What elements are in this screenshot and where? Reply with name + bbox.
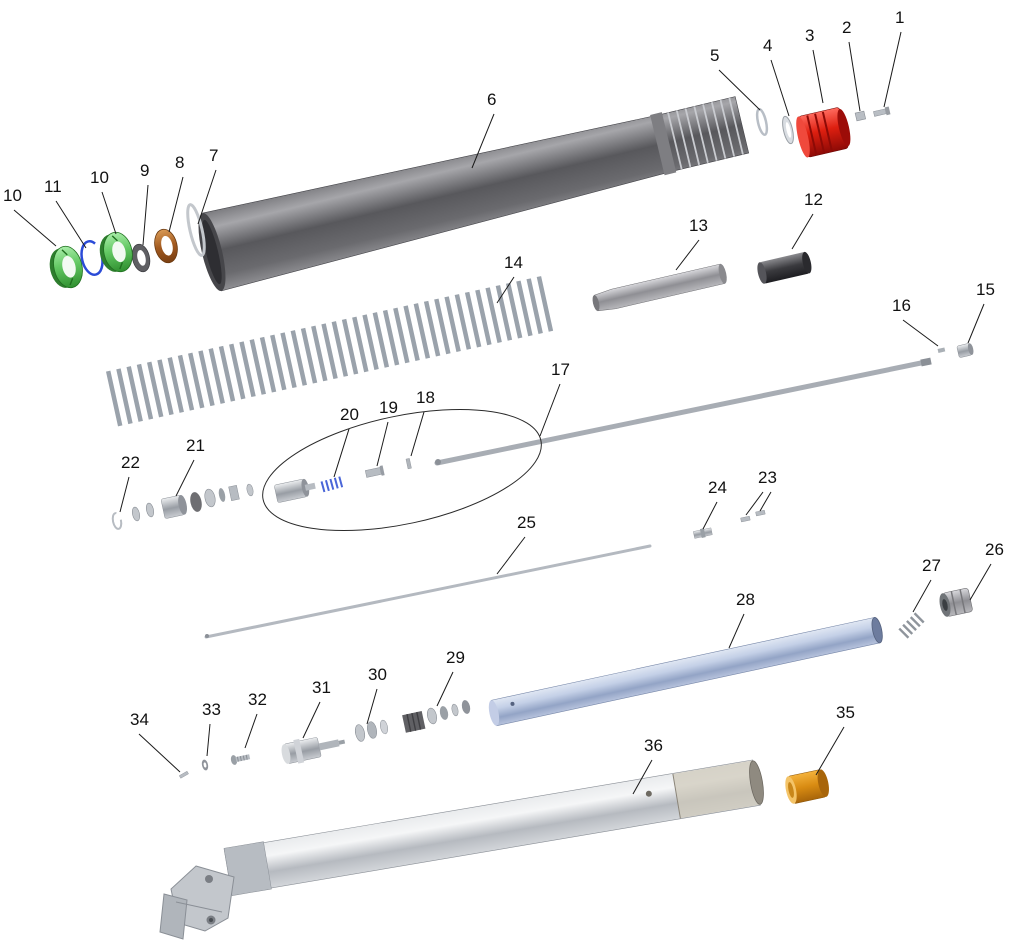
part-10-seal-right: [99, 231, 133, 273]
part-27-spring: [898, 610, 927, 639]
part-36-slider: [159, 759, 764, 940]
part-16-pin: [937, 347, 946, 353]
part-26-nut: [939, 588, 973, 617]
part-9-washer: [131, 243, 151, 273]
part-label-7: 7: [209, 146, 219, 165]
part-32-screw: [230, 754, 251, 765]
part-10-seal-left: [49, 245, 83, 289]
part-21-assembly: [131, 483, 254, 522]
part-label-28: 28: [736, 590, 755, 609]
part-28-cartridge: [488, 617, 883, 727]
part-label-13: 13: [689, 216, 708, 235]
part-label-25: 25: [517, 513, 536, 532]
part-24-cylinder: [693, 527, 713, 539]
part-label-34: 34: [130, 710, 149, 729]
part-22-clip: [111, 512, 123, 530]
part-3-cap: [796, 107, 851, 158]
part-33-washer: [201, 759, 209, 771]
part-8-bushing: [154, 228, 178, 264]
part-label-8: 8: [175, 153, 185, 172]
part-13-tube: [592, 263, 727, 312]
part-label-6: 6: [487, 90, 497, 109]
part-label-14: 14: [504, 253, 523, 272]
part-23-pins: [740, 509, 766, 523]
part-31-valve: [281, 737, 346, 764]
part-34-pin: [178, 770, 189, 779]
part-label-32: 32: [248, 690, 267, 709]
part-15-cap: [956, 343, 974, 358]
part-label-4: 4: [763, 36, 773, 55]
part-label-31: 31: [312, 678, 331, 697]
part-label-29: 29: [446, 648, 465, 667]
part-label-10a: 10: [3, 186, 22, 205]
part-label-26: 26: [985, 540, 1004, 559]
part-4-washer: [782, 115, 794, 145]
part-label-5: 5: [710, 46, 720, 65]
leader-lines: [13, 31, 992, 795]
part-label-9: 9: [140, 161, 150, 180]
part-label-24: 24: [708, 478, 727, 497]
part-label-10b: 10: [90, 168, 109, 187]
part-label-33: 33: [202, 700, 221, 719]
part-6-upper-tube: [198, 96, 750, 292]
part-2-pin: [854, 110, 867, 122]
part-label-16: 16: [892, 296, 911, 315]
part-label-2: 2: [842, 18, 852, 37]
part-label-35: 35: [836, 703, 855, 722]
part-18-pin: [405, 458, 412, 470]
part-20-spring: [320, 475, 346, 493]
part-label-23: 23: [758, 468, 777, 487]
part-label-15: 15: [976, 280, 995, 299]
part-label-19: 19: [379, 398, 398, 417]
part-29-cluster: [402, 700, 471, 733]
part-1-screw: [873, 106, 891, 117]
part-label-3: 3: [805, 26, 815, 45]
part-30-washers: [354, 719, 388, 742]
part-label-21: 21: [186, 436, 205, 455]
part-label-20: 20: [340, 405, 359, 424]
part-label-36: 36: [644, 736, 663, 755]
detail-piston: [274, 478, 316, 503]
part-label-17: 17: [551, 360, 570, 379]
part-label-12: 12: [804, 190, 823, 209]
part-12-sleeve: [757, 251, 812, 284]
part-25-rod: [204, 544, 652, 639]
part-5-oring: [755, 108, 769, 136]
part-14-spring: [105, 275, 556, 427]
part-label-1: 1: [895, 8, 905, 27]
part-label-22: 22: [121, 453, 140, 472]
part-7-ring: [186, 203, 206, 257]
part-19-cylinder: [364, 465, 385, 478]
detail-ellipse: [262, 408, 542, 532]
part-label-11: 11: [44, 177, 62, 196]
part-label-27: 27: [922, 556, 941, 575]
part-17-rod: [434, 357, 932, 466]
part-label-30: 30: [368, 665, 387, 684]
part-35-bushing: [785, 769, 829, 804]
part-label-18: 18: [416, 388, 435, 407]
